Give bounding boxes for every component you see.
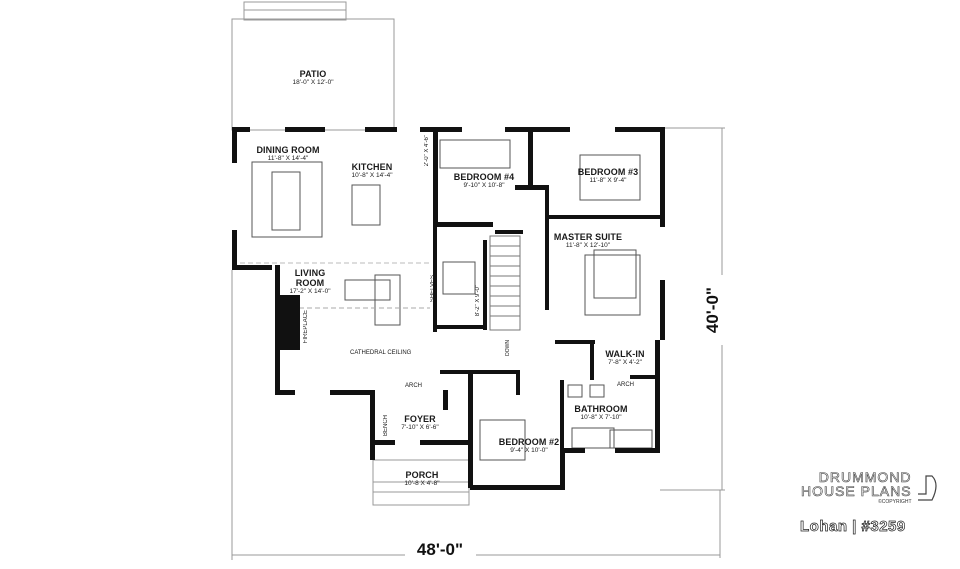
room-name: PORCH [405,470,439,480]
room-name: DINING ROOM [256,145,320,155]
room-foyer: FOYER 7'-10" X 6'-6" [401,414,438,432]
copyright-label: ©COPYRIGHT [878,499,912,505]
room-dimensions: 7'-8" X 4'-2" [608,359,642,366]
room-dimensions: 11'-8" X 14'-4" [267,155,309,162]
room-name-line2: ROOM [295,278,325,288]
room-dimensions: 17'-2" X 14'-0" [289,288,331,295]
brand-line-2: HOUSE PLANS [800,483,912,499]
room-dimensions: 10'-8" X 7'-10" [580,414,622,421]
room-dimensions: 10'-8 X 4'-8" [404,480,440,487]
room-dimensions: 9'-10" X 10'-8" [463,182,505,189]
room-master-suite: MASTER SUITE 11'-8" X 12'-10" [554,232,622,250]
stairs-down-label: DOWN [505,340,511,356]
overall-width-label: 48'-0" [416,540,464,559]
hall-bath-dimensions: 8'-2" X 9'-0" [475,285,481,317]
room-name: BATHROOM [574,404,628,414]
room-name: BEDROOM #3 [577,167,639,177]
room-name: BEDROOM #2 [498,437,560,447]
plan-name: Lohan | #3259 [800,518,906,536]
pantry-dimensions: 2'-0" X 4'-6" [424,135,430,167]
room-dimensions: 10'-8" X 14'-4" [351,172,393,179]
room-bedroom-2: BEDROOM #2 9'-4" X 10'-0" [499,437,560,455]
room-dimensions: 11'-8" X 9'-4" [589,177,627,184]
room-bathroom: BATHROOM 10'-8" X 7'-10" [574,404,627,422]
room-name: KITCHEN [351,162,393,172]
brand-logo: DRUMMOND HOUSE PLANS ©COPYRIGHT [752,470,942,506]
room-dimensions: 11'-8" X 12'-10" [565,242,611,249]
bench-label: BENCH [383,415,389,437]
room-living: LIVING ROOM 17'-2" X 14'-0" [289,268,330,296]
room-name: PATIO [299,69,327,79]
room-name: FOYER [404,414,436,424]
room-bedroom-4: BEDROOM #4 9'-10" X 10'-8" [454,172,515,190]
room-name: MASTER SUITE [553,232,623,242]
arch-living-label: ARCH [405,383,423,389]
brand-mark-icon [918,475,937,501]
overall-depth-label: 40'-0" [703,287,722,334]
room-name: BEDROOM #4 [453,172,515,182]
room-dimensions: 9'-4" X 10'-0" [510,447,548,454]
room-name: WALK-IN [605,349,645,359]
shelves-label: SHELVES [430,275,436,303]
room-porch: PORCH 10'-8 X 4'-8" [404,470,439,488]
room-patio: PATIO 18'-0" X 12'-0" [292,69,333,87]
room-dimensions: 7'-10" X 6'-6" [401,424,439,431]
cathedral-ceiling-label: CATHEDRAL CEILING [350,350,412,356]
room-name-line1: LIVING [294,268,326,278]
arch-bath-label: ARCH [617,382,635,388]
room-dining: DINING ROOM 11'-8" X 14'-4" [256,145,319,163]
fireplace-label: FIREPLACE [303,310,309,344]
room-walk-in: WALK-IN 7'-8" X 4'-2" [605,349,644,367]
brand-line-1: DRUMMOND [818,469,912,485]
room-dimensions: 18'-0" X 12'-0" [292,79,334,86]
room-kitchen: KITCHEN 10'-8" X 14'-4" [351,162,392,180]
room-bedroom-3: BEDROOM #3 11'-8" X 9'-4" [578,167,639,185]
